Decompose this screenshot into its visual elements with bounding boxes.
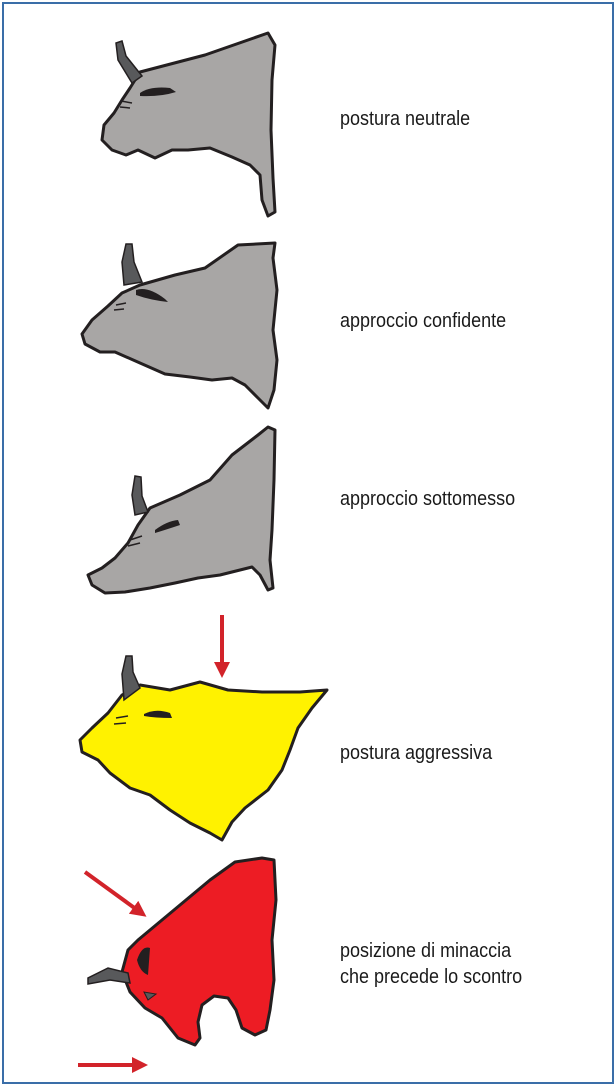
cow-head-threat (78, 858, 276, 1065)
caption-confident: approccio confidente (340, 308, 506, 334)
pressure-arrow-icon (85, 872, 140, 912)
cow-head-confident-silhouette (82, 243, 277, 408)
cow-head-confident (82, 243, 277, 408)
caption-submissive: approccio sottomesso (340, 486, 515, 512)
horn-icon (132, 476, 148, 515)
caption-aggressive: postura aggressiva (340, 740, 492, 766)
caption-threat: posizione di minaccia che precede lo sco… (340, 938, 522, 990)
caption-neutral: postura neutrale (340, 106, 470, 132)
caption-threat-line-2: che precede lo scontro (340, 964, 522, 990)
horn-icon (122, 244, 142, 285)
horn-icon (116, 41, 142, 83)
cow-head-submissive (88, 427, 275, 593)
cow-head-aggressive (80, 615, 327, 840)
cow-head-aggressive-silhouette (80, 682, 327, 840)
caption-threat-line-1: posizione di minaccia (340, 938, 522, 964)
cow-head-submissive-silhouette (88, 427, 275, 593)
cow-head-neutral (102, 33, 275, 216)
